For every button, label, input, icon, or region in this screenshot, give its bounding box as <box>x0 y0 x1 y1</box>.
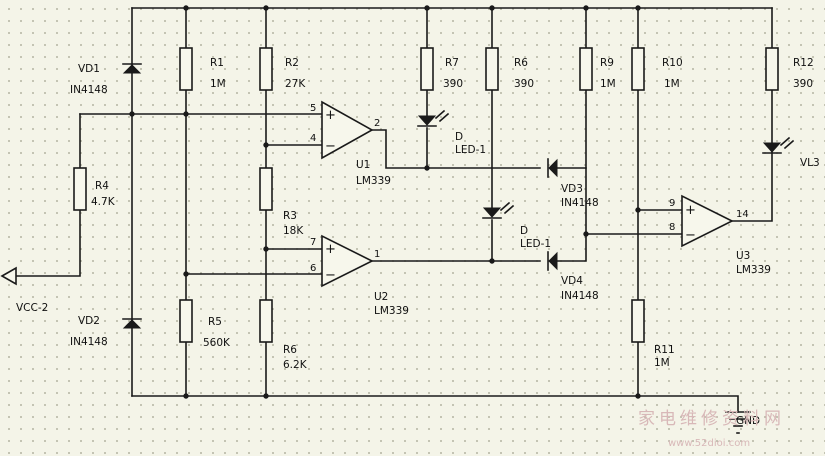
led-d1 <box>417 109 450 127</box>
label-r11: R11 <box>654 344 675 356</box>
led-vl3 <box>762 136 795 154</box>
comparator-u1 <box>321 100 374 160</box>
u3-minus-sign: − <box>685 228 696 243</box>
label-r10-val: 1M <box>664 78 680 90</box>
diode-vd1 <box>122 63 142 74</box>
label-gnd: GND <box>736 415 760 427</box>
label-r5-val: 560K <box>203 337 231 349</box>
u1-input-wires <box>131 113 323 146</box>
label-r1: R1 <box>210 57 224 69</box>
label-led1-part: LED-1 <box>455 144 486 156</box>
label-r9-val: 1M <box>600 78 616 90</box>
junction-dots <box>129 5 641 399</box>
label-led1: D <box>455 131 463 143</box>
label-r6-val: 6.2K <box>283 359 308 371</box>
watermark-text: 家电维修资料网 <box>638 409 785 429</box>
label-vd4-part: IN4148 <box>561 290 599 302</box>
input-wire-r4 <box>13 113 81 277</box>
u2-minus-sign: − <box>325 268 336 283</box>
gnd-rail <box>131 395 739 413</box>
u3-pin9: 9 <box>669 198 675 209</box>
label-vcc: VCC-2 <box>16 302 48 314</box>
label-r8-val: 390 <box>514 78 534 90</box>
diode-vd3 <box>547 158 558 178</box>
label-u3-part: LM339 <box>736 264 771 276</box>
label-led2-part: LED-1 <box>520 238 551 250</box>
resistor-r7 <box>420 47 434 91</box>
u2-input-wires <box>185 248 323 275</box>
label-vd2-part: IN4148 <box>70 336 108 348</box>
diode-vd2 <box>122 318 142 329</box>
label-vd4: VD4 <box>561 275 583 287</box>
u2-pin1: 1 <box>374 249 380 260</box>
label-r7: R7 <box>445 57 459 69</box>
comparator-u3 <box>681 194 734 248</box>
diode-vd4 <box>547 251 558 271</box>
u1-plus-sign: + <box>325 108 336 123</box>
resistor-r10 <box>631 47 645 91</box>
comparator-u2 <box>321 234 374 288</box>
label-r3: R3 <box>283 210 297 222</box>
vd3-vd4-node <box>556 167 587 262</box>
u1-output-wire <box>371 129 541 169</box>
label-u2-part: LM339 <box>374 305 409 317</box>
label-r3-val: 18K <box>283 225 304 237</box>
label-u1: U1 <box>356 159 370 171</box>
label-r4-val: 4.7K <box>91 196 116 208</box>
ground-symbol <box>725 411 751 434</box>
resistor-r1 <box>179 47 193 91</box>
label-vd3-part: IN4148 <box>561 197 599 209</box>
u2-pin6: 6 <box>310 263 316 274</box>
resistor-r5 <box>179 299 193 343</box>
label-r12-val: 390 <box>793 78 813 90</box>
label-r12: R12 <box>793 57 814 69</box>
u3-pin14: 14 <box>736 209 749 220</box>
u1-pin2: 2 <box>374 118 380 129</box>
u1-pin5: 5 <box>310 103 316 114</box>
vcc-terminal <box>0 266 17 286</box>
u2-pin7: 7 <box>310 237 316 248</box>
resistor-r2 <box>259 47 273 91</box>
label-r5: R5 <box>208 316 222 328</box>
label-r2: R2 <box>285 57 299 69</box>
resistor-r11 <box>631 299 645 343</box>
led-d2 <box>482 201 515 219</box>
label-r7-val: 390 <box>443 78 463 90</box>
label-vd3: VD3 <box>561 183 583 195</box>
label-r1-val: 1M <box>210 78 226 90</box>
label-vd2: VD2 <box>78 315 100 327</box>
label-r2-val: 27K <box>285 78 306 90</box>
resistor-r3 <box>259 167 273 211</box>
watermark-url: www.52dioi.com <box>668 438 750 449</box>
resistor-r8 <box>485 47 499 91</box>
label-vl3: VL3 <box>800 157 820 169</box>
label-r6: R6 <box>283 344 297 356</box>
label-r9: R9 <box>600 57 614 69</box>
u3-input-wires <box>585 209 683 235</box>
label-led2: D <box>520 225 528 237</box>
resistor-r4 <box>73 167 87 211</box>
u3-pin8: 8 <box>669 222 675 233</box>
label-u3: U3 <box>736 250 750 262</box>
u1-pin4: 4 <box>310 133 316 144</box>
u3-output-wire <box>731 149 773 222</box>
resistor-r9 <box>579 47 593 91</box>
label-r10: R10 <box>662 57 683 69</box>
u1-minus-sign: − <box>325 139 336 154</box>
label-u1-part: LM339 <box>356 175 391 187</box>
label-r8: R6 <box>514 57 528 69</box>
label-vd1-part: IN4148 <box>70 84 108 96</box>
u2-plus-sign: + <box>325 242 336 257</box>
resistor-r6 <box>259 299 273 343</box>
label-u2: U2 <box>374 291 388 303</box>
label-vd1: VD1 <box>78 63 100 75</box>
u3-plus-sign: + <box>685 203 696 218</box>
label-r11-val: 1M <box>654 357 670 369</box>
resistor-r12 <box>765 47 779 91</box>
label-r4: R4 <box>95 180 109 192</box>
